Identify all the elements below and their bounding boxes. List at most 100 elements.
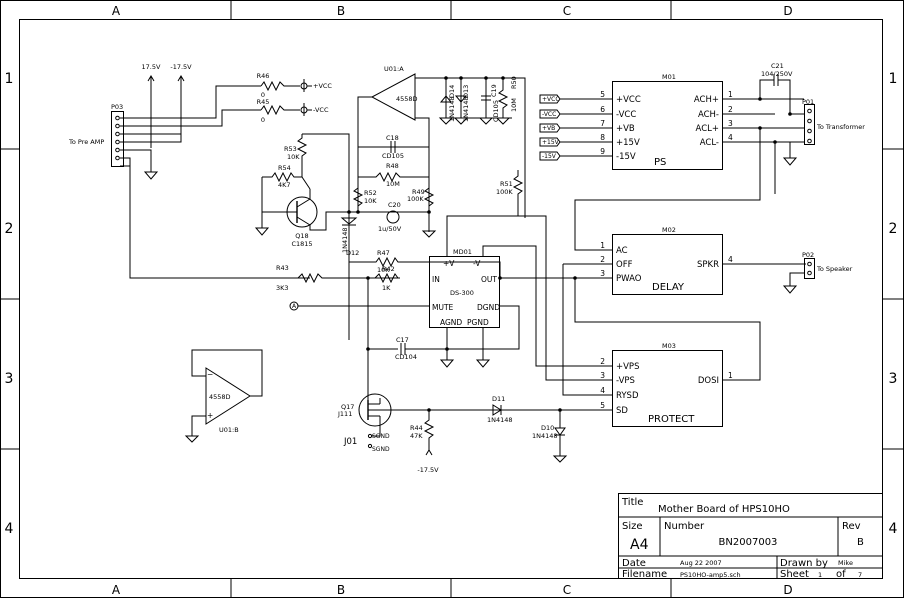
zone-row-2: 2 [5,221,14,237]
r53-ref: R53 [284,145,297,153]
md01-pin-out: OUT [481,275,497,284]
m02-pin-3-name: PWAO [616,274,642,284]
drawn-value: Mike [838,559,853,567]
drawing-title: Mother Board of HPS10HO [658,504,790,515]
u01b-val: 4558D [209,393,231,401]
m03-pin-1-num: 1 [728,371,733,380]
speaker-section: P02 To Speaker [782,251,853,294]
r46-ref: R46 [257,72,270,80]
p01-connector [804,104,815,145]
m01-pin-3-num: 3 [728,119,733,128]
m02-pin-4-num: 4 [728,255,733,264]
c18-ref: C18 [386,134,399,142]
d13-symbol [454,95,468,103]
r44-val: 47K [410,432,423,440]
md01-ref: MD01 [453,248,472,256]
r48-symbol [358,171,429,183]
r46-val: 0 [261,91,265,99]
c19-val: CD105 [492,100,500,122]
u01b-minus: − [207,370,213,379]
j01-pin2: SGND [372,446,390,453]
md01-pin-pv: +V [443,259,455,268]
m01-ref: M01 [662,73,676,81]
c20-symbol [386,210,400,224]
zone-row-3-right: 3 [889,371,898,387]
c17-ref: C17 [396,336,409,344]
title-label: Title [621,497,643,508]
r47-ref: R47 [377,249,390,257]
j01-pin1: SGND [372,433,390,440]
m03-pin-1-name: DOSI [698,376,719,386]
m01-name: PS [654,157,666,168]
j01-ref: J01 [343,437,357,447]
zone-row-3: 3 [5,371,14,387]
m01-pin-9-name: -15V [616,152,636,162]
m03-pin-3-name: -VPS [616,376,635,386]
r50-symbol [497,78,509,118]
m01-port-5: +VCC [542,96,560,103]
drawn-label: Drawn by [780,558,828,569]
zone-row-1-right: 1 [889,71,898,87]
title-block: Title Mother Board of HPS10HO Size A4 Nu… [618,493,883,580]
u01a-ref: U01:A [384,65,404,73]
rail-neg-label: -17.5V [170,63,192,71]
md01-pin-in: IN [432,275,440,284]
c20-ref: C20 [388,201,401,209]
sheets-value: 7 [858,571,862,579]
m01-pin-7-name: +VB [616,124,635,134]
r49-ref: R49 [412,188,425,196]
d14-ref: D14 [448,85,456,98]
m01-pin-2-name: ACH- [698,110,719,120]
c18-val: CD105 [382,152,404,160]
q18-val: C1815 [291,240,312,248]
m02-pin-2-num: 2 [600,255,605,264]
m02-name: DELAY [652,282,685,293]
m02-module: M02 DELAY 1 2 3 AC OFF PWAO 4 SPKR [500,226,806,396]
r46-symbol [260,80,300,92]
filename-label: Filename [622,569,667,580]
u01a-section: 4558D U01:A C18 CD105 R48 10M R52 10K R4… [347,65,526,238]
c17-val: CD104 [395,353,417,361]
d11-symbol [492,404,502,416]
md01-module: MD01 DS-300 +V -V IN OUT MUTE DGND AGND … [349,215,612,398]
r52-ref: R52 [364,189,377,197]
r50-val: 10M [510,98,518,112]
m03-name: PROTECT [648,414,695,425]
r54-val: 4K7 [278,181,291,189]
r49-val: 100K [407,195,424,203]
r49-symbol [423,185,435,212]
m03-pin-4-num: 4 [600,386,605,395]
rail-pos-label: 17.5V [142,63,161,71]
d14-val: 1N4148 [448,96,456,122]
input-section: 17.5V -17.5V P03 To Pre AMP R46 0 R45 0 [68,63,429,340]
md01-pin-dgnd: DGND [477,303,500,312]
m01-pin-1-num: 1 [728,90,733,99]
m01-module: M01 PS 5 6 7 8 9 +VCC -VCC +VB +15V -15V… [539,73,775,170]
size-value: A4 [630,537,649,553]
r47-symbol [349,256,501,278]
date-value: Aug 22 2007 [680,559,722,567]
zone-row-4-right: 4 [889,521,898,537]
md01-pin-nv: -V [473,259,481,268]
zone-col-b: B [337,4,345,18]
r42-symbol [374,272,399,284]
of-label: of [836,569,846,580]
m03-pin-5-name: SD [616,406,628,416]
d12-val: 1N4148 [341,227,349,253]
c21-ref: C21 [771,62,784,70]
u01b-opamp [205,367,251,425]
m01-pin-7-num: 7 [600,119,605,128]
m03-ref: M03 [662,342,676,350]
d10-val: 1N4148 [532,432,558,440]
q17-val: J111 [337,410,352,418]
r54-ref: R54 [278,164,291,172]
u01b-plus: + [207,411,213,420]
rev-value: B [857,537,864,548]
d10-ref: D10 [541,424,554,432]
r42-ref: R42 [382,265,395,273]
r51-ref: R51 [500,180,513,188]
r45-symbol [260,104,300,116]
m01-pin-3-name: ACL+ [696,124,719,134]
r48-ref: R48 [386,162,399,170]
